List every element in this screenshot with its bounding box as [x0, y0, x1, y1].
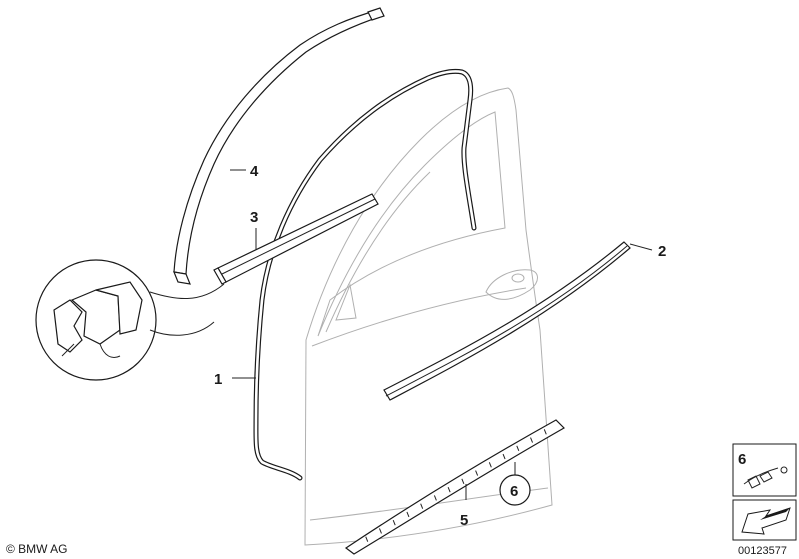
callout-leaders — [230, 169, 653, 500]
sill-clip-mark — [406, 511, 410, 518]
sill-clip-mark — [475, 470, 479, 476]
callout-4: 4 — [250, 163, 259, 180]
door-shell — [304, 87, 553, 546]
callout-3: 3 — [250, 209, 258, 226]
sill-clip-mark — [379, 528, 382, 534]
detail-view — [35, 259, 225, 381]
callout-2: 2 — [658, 243, 666, 260]
callout-6-circle: 6 — [499, 474, 531, 506]
legend-box: 6 — [732, 443, 797, 541]
sill-clip-mark — [516, 445, 520, 451]
sill-clip-mark — [420, 503, 424, 509]
clip-icon — [743, 466, 788, 489]
legend-number: 6 — [738, 451, 746, 468]
sill-clip-mark — [530, 437, 533, 443]
callout-5: 5 — [460, 512, 468, 529]
sill-clip-mark — [543, 429, 547, 435]
callout-6: 6 — [510, 483, 518, 500]
part-3-weatherstrip — [213, 193, 379, 285]
sill-clip-mark — [447, 486, 451, 493]
copyright-text: © BMW AG — [6, 542, 68, 556]
sill-clip-mark — [392, 520, 396, 526]
sill-clip-mark — [502, 453, 506, 460]
callout-1: 1 — [214, 371, 222, 388]
diagram-number: 00123577 — [738, 545, 787, 557]
part-2-trim-strip — [383, 241, 631, 401]
sill-clip-mark — [461, 478, 465, 485]
arrow-icon — [741, 507, 791, 535]
part-4-frame-trim — [173, 7, 385, 285]
sill-clip-mark — [433, 495, 437, 501]
part-5-sill-strip — [344, 419, 565, 555]
sill-clip-mark — [488, 462, 492, 468]
sill-clip-mark — [365, 536, 369, 542]
part-1-door-seal — [253, 68, 477, 481]
